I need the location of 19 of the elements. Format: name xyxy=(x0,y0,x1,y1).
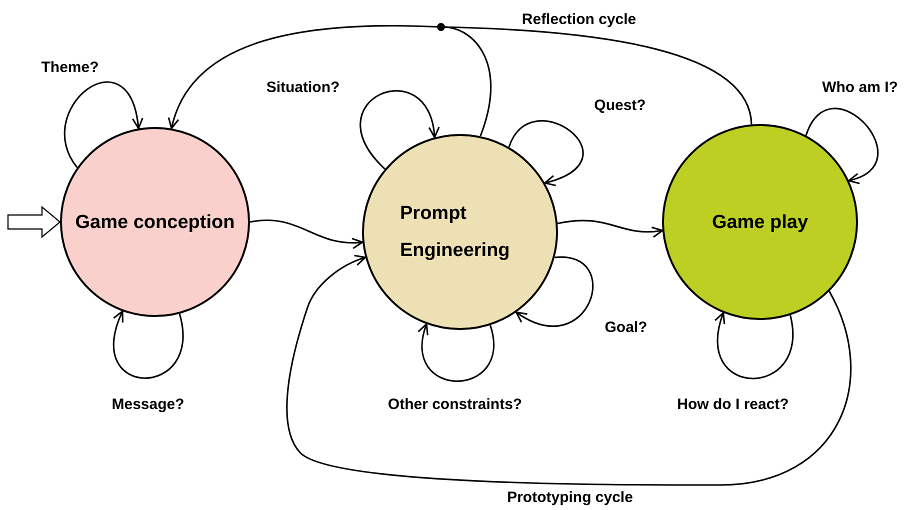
hollow-arrow xyxy=(7,206,61,238)
loop-arrow xyxy=(360,90,439,170)
edge-label: Message? xyxy=(110,396,186,414)
state-label: Prompt Engineering xyxy=(399,202,511,263)
state-label: Game play xyxy=(710,210,810,234)
loop-arrow xyxy=(508,120,584,186)
edge-label: Reflection cycle xyxy=(520,11,638,29)
arrow xyxy=(286,255,852,486)
arrow xyxy=(557,220,664,238)
loop-arrow xyxy=(64,81,142,168)
edge-label: Prototyping cycle xyxy=(505,489,635,507)
state-label: Game conception xyxy=(74,210,236,234)
loop-arrow xyxy=(112,310,184,379)
loop-arrow xyxy=(715,312,794,380)
loop-arrow xyxy=(805,108,878,183)
edge-label: Quest? xyxy=(592,97,648,115)
loop-arrow xyxy=(418,323,494,382)
arrow xyxy=(250,220,364,249)
loop-arrow xyxy=(515,256,594,327)
